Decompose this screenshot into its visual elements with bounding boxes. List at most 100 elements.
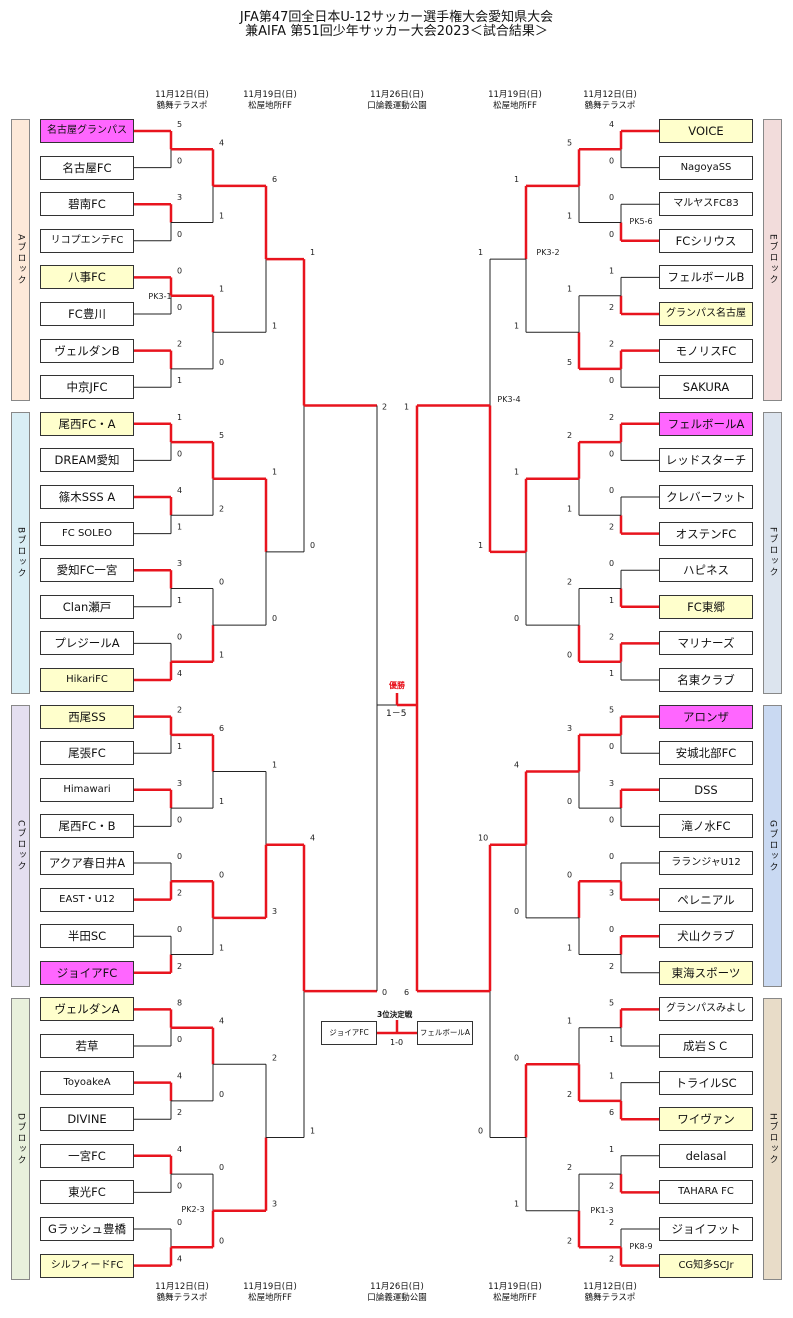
header-date: 11月12日(日) bbox=[583, 90, 637, 100]
right-r1-score-top: 4 bbox=[609, 120, 614, 129]
right-r3-score-top: 0 bbox=[514, 1053, 519, 1062]
left-r1-score-top: 0 bbox=[177, 852, 182, 861]
left-r1-score-bottom: 0 bbox=[177, 1035, 182, 1044]
footer-r2-left: 11月19日(日) 松屋地所FF bbox=[225, 1282, 315, 1304]
header-venue: 鶴舞テラスポ bbox=[584, 101, 636, 111]
right-r1-score-bottom: 1 bbox=[609, 596, 614, 605]
left-r2-score-top: 0 bbox=[219, 1163, 224, 1172]
right-r1-score-bottom: 3 bbox=[609, 889, 614, 898]
right-r3-score-bottom: 1 bbox=[514, 1200, 519, 1209]
right-r3-score-bottom: 0 bbox=[514, 907, 519, 916]
left-team-4: 八事FC bbox=[40, 265, 134, 290]
left-r2-score-top: 4 bbox=[219, 138, 224, 147]
header-venue: 口論義運動公園 bbox=[367, 101, 427, 111]
left-r2-score-top: 0 bbox=[219, 870, 224, 879]
right-r2-score-bottom: 5 bbox=[567, 358, 572, 367]
left-r2-score-bottom: 2 bbox=[219, 504, 224, 513]
left-r1-score-top: 8 bbox=[177, 998, 182, 1007]
right-r1-score-bottom: 2 bbox=[609, 303, 614, 312]
header-venue: 松屋地所FF bbox=[493, 1293, 537, 1303]
right-r1-score-bottom: 2 bbox=[609, 962, 614, 971]
block-label-g: Gブロック bbox=[763, 705, 782, 987]
left-team-29: 東光FC bbox=[40, 1180, 134, 1205]
right-team-11: オステンFC bbox=[659, 521, 753, 546]
right-team-14: マリナーズ bbox=[659, 631, 753, 656]
right-team-22: 犬山クラブ bbox=[659, 924, 753, 949]
left-r1-score-bottom: 0 bbox=[177, 230, 182, 239]
right-r1-score-bottom: 2 bbox=[609, 1255, 614, 1264]
right-team-0: VOICE bbox=[659, 119, 753, 143]
right-r4-score-top: 10 bbox=[478, 834, 488, 843]
third-place-team-right: フェルボールA bbox=[417, 1021, 473, 1045]
right-r2-score-bottom: 1 bbox=[567, 944, 572, 953]
right-team-27: ワイヴァン bbox=[659, 1107, 753, 1132]
left-r3-score-top: 6 bbox=[272, 175, 277, 184]
left-r1-score-bottom: 1 bbox=[177, 742, 182, 751]
left-r2-score-bottom: 1 bbox=[219, 212, 224, 221]
left-r3-score-bottom: 1 bbox=[272, 321, 277, 330]
left-r1-score-top: 1 bbox=[177, 413, 182, 422]
pk-label: PK3-1 bbox=[148, 292, 171, 301]
left-team-2: 碧南FC bbox=[40, 192, 134, 217]
header-date: 11月19日(日) bbox=[488, 1282, 542, 1292]
header-date: 11月12日(日) bbox=[155, 90, 209, 100]
right-team-20: ラランジャU12 bbox=[659, 851, 753, 875]
title-line-1: JFA第47回全日本U-12サッカー選手権大会愛知県大会 bbox=[239, 10, 554, 25]
left-team-9: DREAM愛知 bbox=[40, 448, 134, 473]
left-r1-score-top: 3 bbox=[177, 779, 182, 788]
right-r1-score-top: 2 bbox=[609, 1218, 614, 1227]
left-team-12: 愛知FC一宮 bbox=[40, 558, 134, 583]
right-r1-score-bottom: 6 bbox=[609, 1108, 614, 1117]
right-team-12: ハピネス bbox=[659, 558, 753, 583]
left-sf-score-top: 2 bbox=[382, 403, 387, 412]
right-team-31: CG知多SCJr bbox=[659, 1253, 753, 1278]
left-r4-score-bottom: 0 bbox=[310, 541, 315, 550]
right-team-30: ジョイフット bbox=[659, 1217, 753, 1241]
block-label-c: Cブロック bbox=[11, 705, 30, 987]
left-r1-score-bottom: 2 bbox=[177, 1108, 182, 1117]
right-team-23: 東海スポーツ bbox=[659, 960, 753, 985]
right-r2-score-top: 5 bbox=[567, 138, 572, 147]
right-r2-score-top: 2 bbox=[567, 1163, 572, 1172]
left-r1-score-top: 2 bbox=[177, 706, 182, 715]
right-r2-score-bottom: 2 bbox=[567, 1090, 572, 1099]
left-team-13: Clan瀬戸 bbox=[40, 594, 134, 619]
left-team-0: 名古屋グランパス bbox=[40, 119, 134, 143]
block-label-f: Fブロック bbox=[763, 412, 782, 694]
right-sf-score-top: 1 bbox=[404, 403, 409, 412]
left-team-23: ジョイアFC bbox=[40, 960, 134, 985]
left-r1-score-top: 5 bbox=[177, 120, 182, 129]
block-label-d: Dブロック bbox=[11, 998, 30, 1280]
left-r2-score-top: 4 bbox=[219, 1017, 224, 1026]
left-sf-score-bottom: 0 bbox=[382, 988, 387, 997]
left-r2-score-bottom: 0 bbox=[219, 1090, 224, 1099]
header-venue: 鶴舞テラスポ bbox=[584, 1293, 636, 1303]
left-team-8: 尾西FC・A bbox=[40, 411, 134, 436]
left-r2-score-bottom: 1 bbox=[219, 944, 224, 953]
footer-r1-right: 11月12日(日) 鶴舞テラスポ bbox=[565, 1282, 655, 1304]
title-line-2: 兼AIFA 第51回少年サッカー大会2023＜試合結果＞ bbox=[245, 24, 548, 39]
right-r4-score-top: 1 bbox=[478, 248, 483, 257]
left-r2-score-top: 6 bbox=[219, 724, 224, 733]
right-r2-score-top: 3 bbox=[567, 724, 572, 733]
right-r1-score-bottom: 0 bbox=[609, 449, 614, 458]
left-team-18: Himawari bbox=[40, 777, 134, 802]
pk-label: PK5-6 bbox=[629, 217, 652, 226]
right-team-4: フェルボールB bbox=[659, 265, 753, 290]
left-r4-score-bottom: 1 bbox=[310, 1127, 315, 1136]
right-r1-score-bottom: 2 bbox=[609, 1181, 614, 1190]
block-label-b: Bブロック bbox=[11, 412, 30, 694]
block-label-h: Hブロック bbox=[763, 998, 782, 1280]
header-date: 11月12日(日) bbox=[583, 1282, 637, 1292]
header-venue: 鶴舞テラスポ bbox=[156, 1293, 208, 1303]
right-team-19: 滝ノ水FC bbox=[659, 814, 753, 839]
left-r3-score-bottom: 0 bbox=[272, 614, 277, 623]
left-r4-score-top: 4 bbox=[310, 834, 315, 843]
right-r3-score-top: 4 bbox=[514, 761, 519, 770]
right-r1-score-top: 1 bbox=[609, 1072, 614, 1081]
left-r2-score-bottom: 1 bbox=[219, 651, 224, 660]
left-team-21: EAST・U12 bbox=[40, 887, 134, 912]
header-venue: 松屋地所FF bbox=[248, 101, 292, 111]
left-team-6: ヴェルダンB bbox=[40, 338, 134, 363]
